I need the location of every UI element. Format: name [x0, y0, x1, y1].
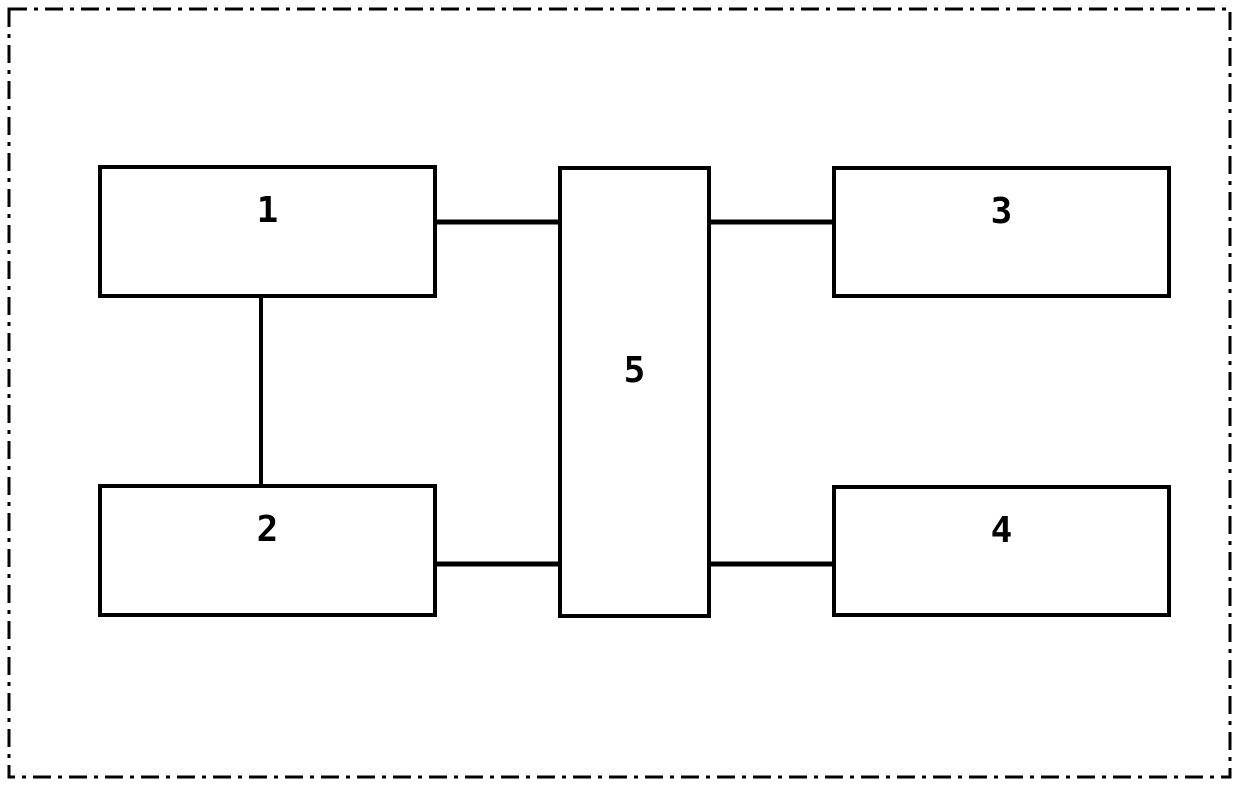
block-node-3: 3 — [832, 166, 1171, 298]
block-node-1: 1 — [98, 165, 437, 298]
block-node-2-label: 2 — [256, 509, 279, 550]
block-node-2: 2 — [98, 484, 437, 617]
block-node-3-label: 3 — [990, 191, 1013, 232]
outer-frame-border — [7, 7, 1232, 779]
block-node-1-label: 1 — [256, 190, 279, 231]
block-node-5-label: 5 — [623, 350, 646, 391]
block-node-5: 5 — [558, 166, 711, 618]
block-node-4-label: 4 — [990, 510, 1013, 551]
block-node-4: 4 — [832, 485, 1171, 617]
